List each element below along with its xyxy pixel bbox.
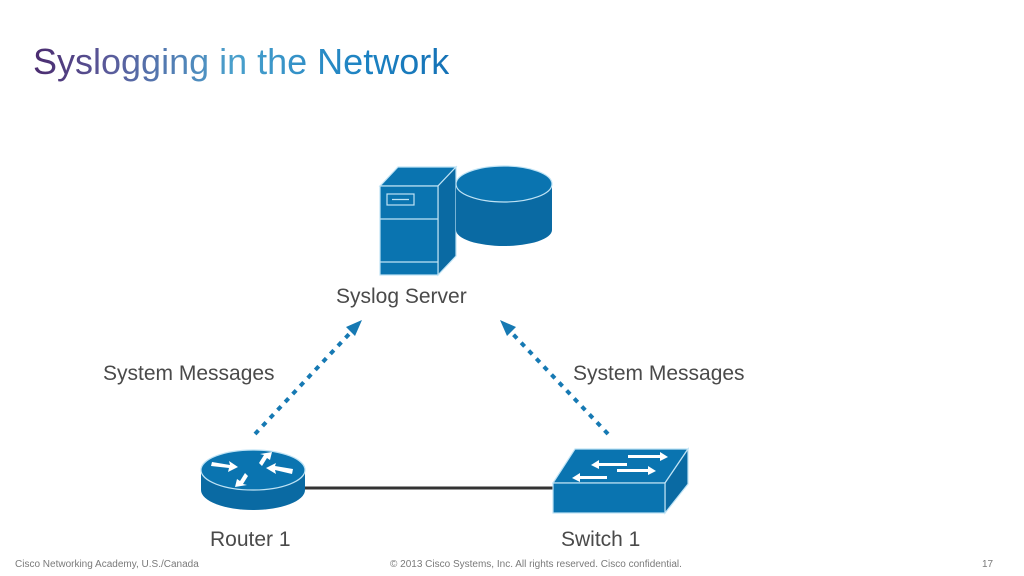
system-messages-label-left: System Messages [103, 362, 275, 385]
router-1-label: Router 1 [210, 528, 291, 551]
router-icon [200, 449, 306, 510]
arrow-router-to-server [253, 320, 362, 436]
storage-cylinder-icon [455, 165, 553, 246]
switch-icon [551, 447, 690, 515]
footer-copyright: © 2013 Cisco Systems, Inc. All rights re… [390, 559, 682, 570]
arrow-switch-to-server [500, 320, 610, 436]
syslog-server-label: Syslog Server [336, 285, 467, 308]
switch-1-label: Switch 1 [561, 528, 641, 551]
server-tower-icon [378, 165, 458, 277]
arrowhead-icon [346, 320, 362, 336]
arrowhead-icon [500, 320, 516, 336]
footer-left-text: Cisco Networking Academy, U.S./Canada [15, 559, 199, 570]
slide-title: Syslogging in the Network [33, 38, 449, 86]
page-number: 17 [982, 559, 994, 570]
system-messages-label-right: System Messages [573, 362, 745, 385]
